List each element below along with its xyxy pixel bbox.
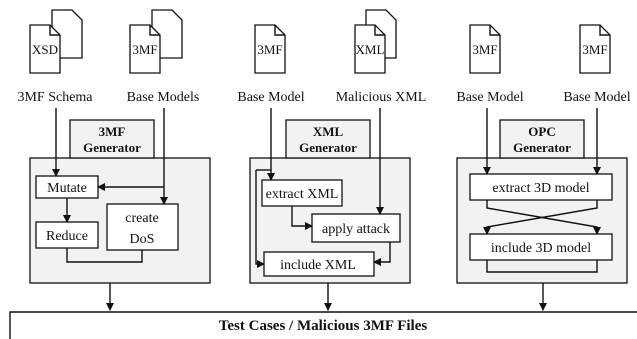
base-model-document-label: 3MF (257, 42, 282, 57)
opc-generator-title-box (499, 119, 585, 159)
input-caption-opc-base-model-left: Base Model (456, 90, 523, 105)
include-3d-model-box (469, 233, 613, 261)
output-bar-border (9, 311, 637, 339)
3mf-generator-title-1: 3MF (99, 124, 126, 139)
xsd-document-icon: XSD (29, 9, 83, 74)
reduce-box (35, 221, 99, 249)
include-3d-model-label: include 3D model (491, 241, 591, 256)
opc-generator-title-2: Generator (513, 140, 571, 155)
opc-left-document-label: 3MF (472, 42, 497, 57)
xml-generator-title-1: XML (313, 124, 344, 139)
3mf-generator-title-2: Generator (83, 140, 141, 155)
output-label: Test Cases / Malicious 3MF Files (219, 318, 428, 334)
input-caption-opc-base-model-right: Base Model (563, 90, 630, 105)
xml-generator-title-box (285, 119, 371, 159)
extract-xml-label: extract XML (266, 187, 339, 202)
create-dos-label-2: DoS (130, 232, 155, 247)
apply-attack-label: apply attack (322, 222, 390, 237)
opc-right-document-label: 3MF (582, 42, 607, 57)
opc-generator-title-1: OPC (528, 124, 555, 139)
base-models-document-icon: 3MF (129, 9, 183, 74)
create-dos-box (106, 203, 179, 251)
input-caption-schema: 3MF Schema (17, 90, 93, 105)
mutate-label: Mutate (47, 181, 87, 196)
extract-3d-model-label: extract 3D model (492, 181, 589, 196)
xsd-document-label: XSD (32, 42, 58, 57)
base-models-document-label: 3MF (132, 42, 157, 57)
reduce-label: Reduce (46, 229, 88, 244)
opc-base-model-left-document-icon: 3MF (469, 24, 501, 74)
input-caption-base-model: Base Model (237, 90, 304, 105)
input-caption-base-models: Base Models (127, 90, 200, 105)
opc-base-model-right-document-icon: 3MF (579, 24, 611, 74)
xml-document-icon: XML (354, 9, 397, 74)
3mf-generator-title-box (69, 119, 155, 159)
input-caption-malicious-xml: Malicious XML (336, 90, 427, 105)
extract-xml-box (261, 179, 343, 207)
create-dos-label-1: create (125, 211, 158, 226)
xml-document-label: XML (356, 42, 385, 57)
xml-generator-title-2: Generator (299, 140, 357, 155)
connector-lines (52, 108, 601, 311)
base-model-document-icon: 3MF (254, 24, 286, 74)
extract-3d-model-box (469, 173, 613, 201)
include-xml-label: include XML (280, 258, 356, 273)
